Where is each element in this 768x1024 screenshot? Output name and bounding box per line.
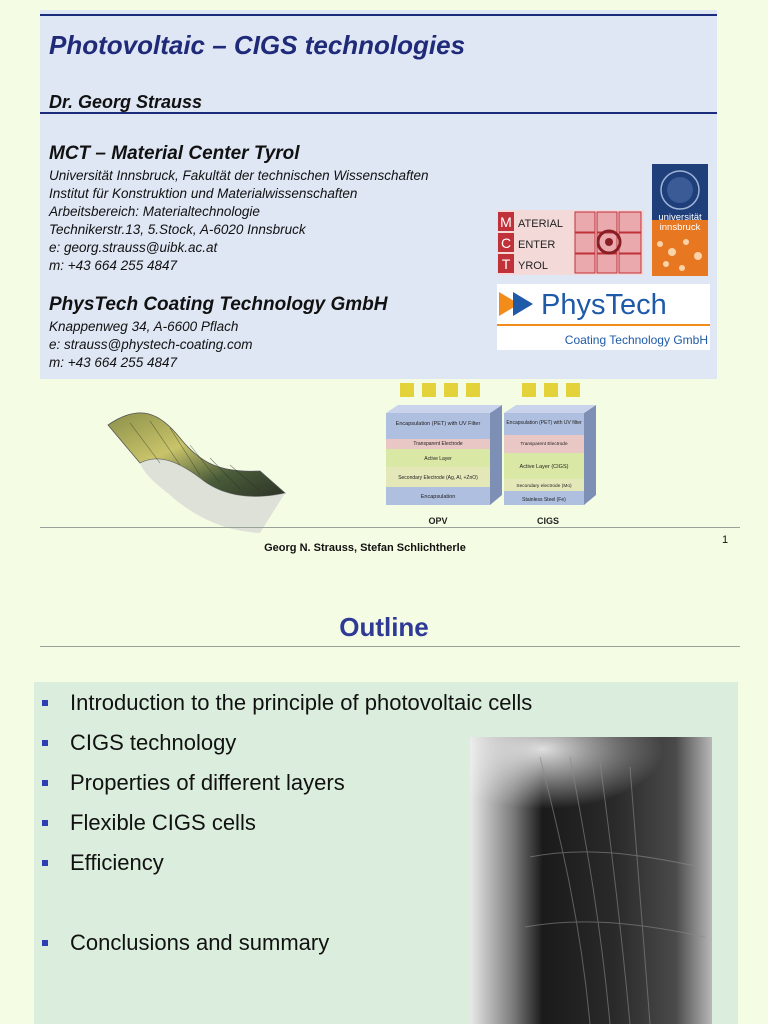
mct-line: Universität Innsbruck, Fakultät der tech… bbox=[49, 168, 429, 183]
mct-letter: M bbox=[500, 214, 512, 230]
mct-logo: M C T ATERIAL ENTER YROL bbox=[497, 210, 644, 275]
phystech-logo-word: PhysTech bbox=[541, 289, 667, 321]
opv-layer-label: Transparent Electrode bbox=[413, 441, 463, 447]
university-logo-text: innsbruck bbox=[660, 222, 701, 233]
page-number: 1 bbox=[722, 534, 729, 546]
mct-address: Universität Innsbruck, Fakultät der tech… bbox=[49, 167, 429, 275]
cigs-layer-label: Stainless Steel (Fe) bbox=[522, 497, 566, 503]
author-name: Dr. Georg Strauss bbox=[49, 92, 203, 112]
mct-word: ENTER bbox=[518, 239, 555, 251]
mct-word: ATERIAL bbox=[518, 218, 563, 230]
phystech-address: Knappenweg 34, A-6600 Pflach e: strauss@… bbox=[49, 318, 253, 372]
phystech-logo-subtitle: Coating Technology GmbH bbox=[565, 333, 708, 347]
phystech-phone: m: +43 664 255 4847 bbox=[49, 355, 177, 370]
cigs-layer-label: Active Layer (CIGS) bbox=[520, 464, 569, 470]
footer-rule bbox=[40, 527, 740, 528]
slide-1: Photovoltaic – CIGS technologies Dr. Geo… bbox=[40, 10, 740, 554]
university-logo: universität innsbruck bbox=[652, 164, 708, 276]
opv-layer-label: Secondary Electrode (Ag, Al, +ZnO) bbox=[398, 475, 478, 481]
mct-letter: C bbox=[501, 235, 511, 251]
cigs-stack: Encapsulation (PET) with UV filter Trans… bbox=[504, 383, 596, 526]
slide-title: Photovoltaic – CIGS technologies bbox=[49, 30, 466, 60]
bullet-square-icon bbox=[42, 860, 48, 866]
phystech-email: e: strauss@phystech-coating.com bbox=[49, 337, 253, 352]
bullet-square-icon bbox=[42, 700, 48, 706]
mct-letter: T bbox=[502, 256, 511, 272]
mct-email: e: georg.strauss@uibk.ac.at bbox=[49, 240, 218, 255]
university-logo-text: universität bbox=[658, 212, 702, 223]
mct-line: Technikerstr.13, 5.Stock, A-6020 Innsbru… bbox=[49, 222, 306, 237]
opv-stack: Encapsulation (PET) with UV Filter Trans… bbox=[386, 383, 502, 526]
mct-line: Arbeitsbereich: Materialtechnologie bbox=[49, 204, 260, 219]
cigs-layer-label: Encapsulation (PET) with UV filter bbox=[506, 420, 582, 426]
cigs-label: CIGS bbox=[537, 516, 559, 526]
outline-rule bbox=[40, 646, 740, 647]
author-rule bbox=[40, 112, 717, 114]
mct-name: MCT – Material Center Tyrol bbox=[49, 143, 300, 164]
top-rule bbox=[40, 14, 717, 16]
phystech-line: Knappenweg 34, A-6600 Pflach bbox=[49, 319, 239, 334]
opv-layer-label: Encapsulation (PET) with UV Filter bbox=[396, 421, 481, 427]
bullet-square-icon bbox=[42, 740, 48, 746]
phystech-name: PhysTech Coating Technology GmbH bbox=[49, 294, 388, 315]
phystech-logo: PhysTech Coating Technology GmbH bbox=[497, 284, 710, 350]
solar-illustration: Encapsulation (PET) with UV Filter Trans… bbox=[107, 383, 596, 533]
bullet-square-icon bbox=[42, 820, 48, 826]
footer-authors: Georg N. Strauss, Stefan Schlichtherle bbox=[264, 542, 466, 554]
mct-phone: m: +43 664 255 4847 bbox=[49, 258, 177, 273]
bullet-square-icon bbox=[42, 940, 48, 946]
mct-word: YROL bbox=[518, 260, 548, 272]
cigs-layer-label: Secondary electrode (Mo) bbox=[516, 483, 572, 489]
opv-label: OPV bbox=[428, 516, 447, 526]
flexible-cell-photo bbox=[470, 737, 712, 1024]
bullet-square-icon bbox=[42, 780, 48, 786]
mct-line: Institut für Konstruktion und Materialwi… bbox=[49, 186, 358, 201]
opv-layer-label: Encapsulation bbox=[421, 494, 456, 500]
opv-layer-label: Active Layer bbox=[424, 456, 452, 462]
cigs-layer-label: Transparent Electrode bbox=[520, 441, 568, 447]
outline-title: Outline bbox=[339, 612, 429, 642]
